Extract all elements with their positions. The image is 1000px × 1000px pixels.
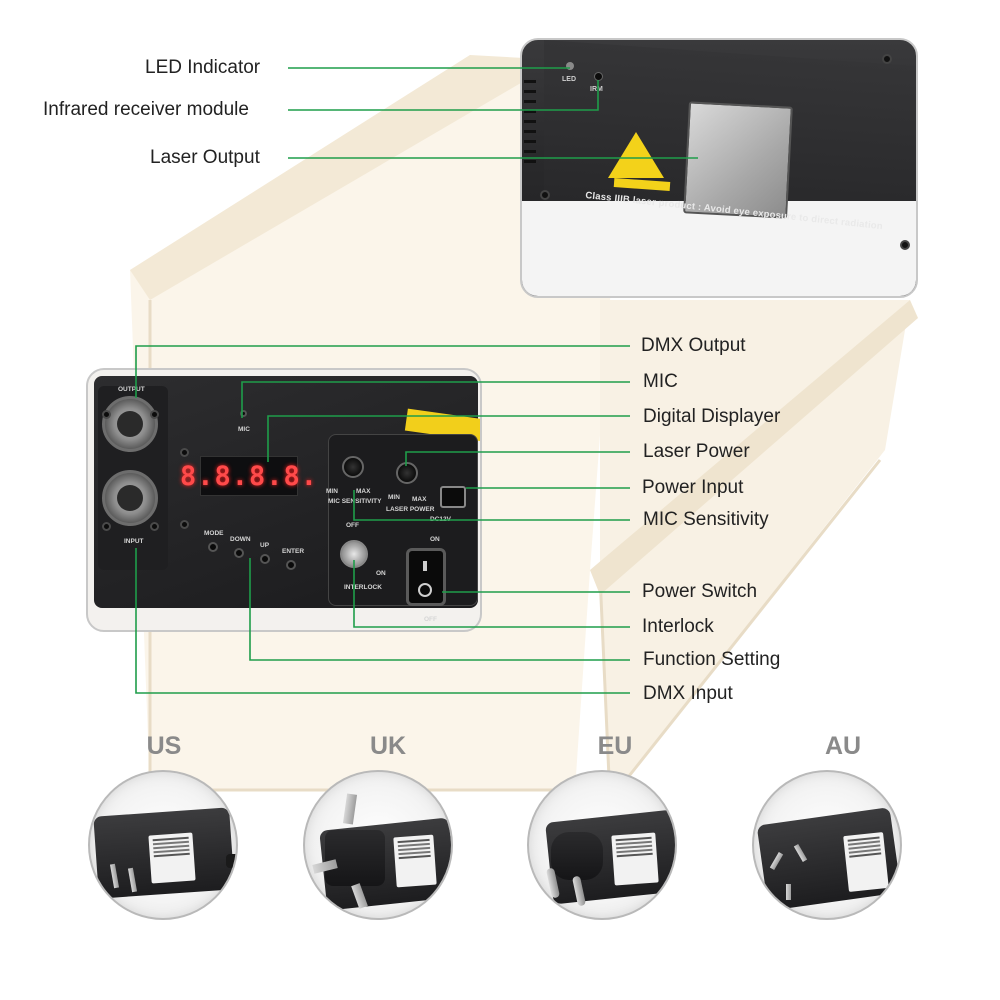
vent-slot xyxy=(524,100,536,103)
vent-slot xyxy=(524,150,536,153)
box-right-face xyxy=(600,300,910,800)
screw-icon xyxy=(102,522,111,531)
dc-power-jack-icon xyxy=(440,486,466,508)
vent-slot xyxy=(524,120,536,123)
vent-slot xyxy=(524,90,536,93)
uk-plug-head xyxy=(325,830,385,886)
laser-output-label: Laser Output xyxy=(150,147,260,168)
screw-icon xyxy=(150,522,159,531)
vent-slot xyxy=(524,130,536,133)
power-switch[interactable] xyxy=(406,548,446,606)
plug-title-au: AU xyxy=(824,732,862,760)
infrared-receiver-icon xyxy=(594,72,603,81)
eu-adapter-image xyxy=(527,770,677,920)
adapter-label-sticker xyxy=(843,832,889,892)
power-switch-label: Power Switch xyxy=(642,581,758,602)
input-text: INPUT xyxy=(124,538,144,545)
enter-button[interactable] xyxy=(286,560,296,570)
led-indicator-label: LED Indicator xyxy=(145,57,261,78)
digital-display: 8.8.8.8. xyxy=(180,456,317,496)
plug-pin-icon xyxy=(342,793,358,825)
mic-label: MIC xyxy=(643,371,678,392)
eu-plug-head xyxy=(551,832,603,880)
screw-icon xyxy=(540,190,550,200)
mic-sensitivity-knob[interactable] xyxy=(342,456,364,478)
on-text: ON xyxy=(430,536,440,543)
adapter-cord xyxy=(226,854,236,868)
adapter-label-sticker xyxy=(393,834,437,888)
mode-button-label: MODE xyxy=(204,530,224,537)
box-lid-strip xyxy=(590,300,918,595)
dmx-input-label: DMX Input xyxy=(643,683,733,704)
off-text: OFF xyxy=(346,522,359,529)
plug-title-uk: UK xyxy=(369,732,407,760)
enter-button-label: ENTER xyxy=(282,548,305,555)
dmx-output-label: DMX Output xyxy=(641,335,746,356)
screw-icon xyxy=(150,410,159,419)
screw-icon xyxy=(180,520,189,529)
led-indicator-icon xyxy=(566,62,574,70)
plug-title-us: US xyxy=(146,732,182,760)
housing-base xyxy=(522,201,916,296)
plug-pin-icon xyxy=(786,884,791,900)
dmx-output-connector-icon xyxy=(102,396,158,452)
laser-power-knob[interactable] xyxy=(396,462,418,484)
vent-slot xyxy=(524,160,536,163)
output-text: OUTPUT xyxy=(118,386,145,393)
mic-sensitivity-text: MIC SENSITIVITY xyxy=(328,498,382,505)
us-adapter-image xyxy=(88,770,238,920)
up-button[interactable] xyxy=(260,554,270,564)
laser-warning-icon xyxy=(608,132,664,178)
laser-power-label: Laser Power xyxy=(643,441,750,462)
vent-slot xyxy=(524,140,536,143)
interlock-text: INTERLOCK xyxy=(344,584,382,591)
adapter-label-sticker xyxy=(611,832,659,886)
max-text: MAX xyxy=(356,488,371,495)
up-button-label: UP xyxy=(260,542,270,549)
mic-text: MIC xyxy=(238,426,250,433)
min-text: MIN xyxy=(326,488,338,495)
max-text: MAX xyxy=(412,496,427,503)
power-input-label: Power Input xyxy=(642,477,744,498)
interlock-key-icon[interactable] xyxy=(340,540,368,568)
function-setting-label: Function Setting xyxy=(643,649,781,670)
screw-icon xyxy=(180,448,189,457)
mic-sensitivity-label: MIC Sensitivity xyxy=(643,509,769,530)
irm-text: IRM xyxy=(590,86,603,93)
screw-icon xyxy=(900,240,910,250)
plug-title-eu: EU xyxy=(597,732,633,760)
min-text: MIN xyxy=(388,494,400,501)
dmx-input-connector-icon xyxy=(102,470,158,526)
adapter-label-sticker xyxy=(148,832,196,884)
laser-front-photo: LED IRM Class IIIB laser product : Avoid… xyxy=(520,38,918,298)
vent-slot xyxy=(524,110,536,113)
au-adapter-image xyxy=(752,770,902,920)
screw-icon xyxy=(102,410,111,419)
laser-power-text: LASER POWER xyxy=(386,506,435,513)
off-text: OFF xyxy=(424,616,437,623)
laser-rear-panel-photo: OUTPUT INPUT MIC 8.8.8.8. MODE DOWN UP E… xyxy=(86,368,482,632)
dc-text: DC12V xyxy=(430,516,451,523)
mic-hole-icon xyxy=(240,410,247,417)
box-flap xyxy=(130,55,560,300)
infrared-receiver-label: Infrared receiver module xyxy=(43,99,249,120)
digital-displayer-label: Digital Displayer xyxy=(643,406,781,427)
vent-slot xyxy=(524,80,536,83)
uk-adapter-image xyxy=(303,770,453,920)
on-text: ON xyxy=(376,570,386,577)
down-button[interactable] xyxy=(234,548,244,558)
screw-icon xyxy=(882,54,892,64)
down-button-label: DOWN xyxy=(230,536,251,543)
mode-button[interactable] xyxy=(208,542,218,552)
interlock-label: Interlock xyxy=(642,616,714,637)
led-text: LED xyxy=(562,76,576,83)
